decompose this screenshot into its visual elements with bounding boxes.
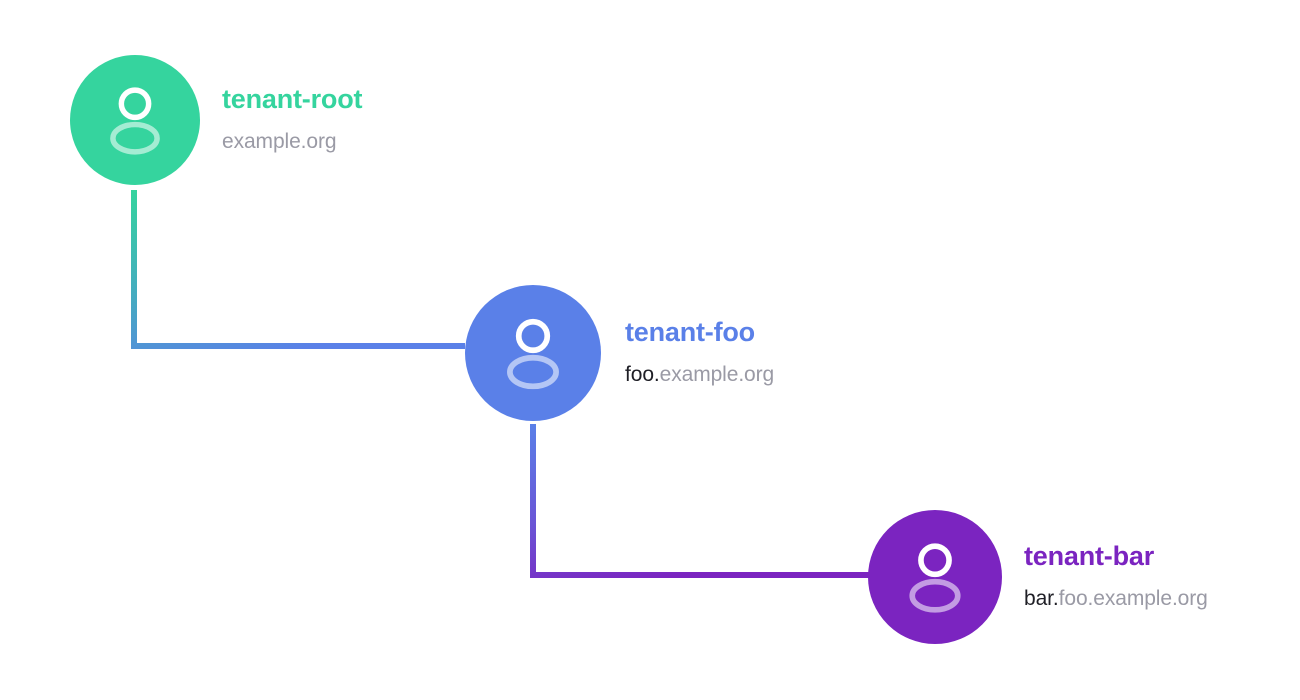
node-subtitle-prefix-foo: foo. <box>625 362 660 386</box>
node-subtitle-suffix-foo: example.org <box>659 362 775 386</box>
person-head-icon <box>918 543 952 578</box>
person-body-icon <box>507 354 559 390</box>
edge-root-to-foo <box>131 190 465 349</box>
node-subtitle-bar: bar.foo.example.org <box>1024 586 1208 610</box>
node-title-foo: tenant-foo <box>625 317 755 348</box>
person-icon <box>70 55 200 185</box>
tenant-node-foo[interactable]: tenant-foo foo.example.org <box>465 285 774 421</box>
node-subtitle-suffix-root: example.org <box>222 129 337 153</box>
person-head-icon <box>118 87 152 121</box>
node-subtitle-prefix-bar: bar. <box>1024 586 1059 610</box>
node-subtitle-foo: foo.example.org <box>625 362 775 386</box>
person-body-icon <box>909 578 961 613</box>
node-subtitle-root: example.org <box>222 129 362 153</box>
tenant-node-bar[interactable]: tenant-bar bar.foo.example.org <box>868 510 1208 644</box>
person-icon <box>868 510 1002 644</box>
avatar-tenant-root[interactable] <box>70 55 200 185</box>
person-body-icon <box>110 121 160 155</box>
node-subtitle-suffix-bar: foo.example.org <box>1058 586 1208 610</box>
edge-foo-to-bar <box>530 424 869 578</box>
node-title-root: tenant-root <box>222 84 363 115</box>
node-text-root: tenant-root example.org <box>222 85 362 154</box>
tenant-node-root[interactable]: tenant-root example.org <box>70 55 362 185</box>
node-text-bar: tenant-bar bar.foo.example.org <box>1024 542 1208 611</box>
avatar-tenant-foo[interactable] <box>465 285 601 421</box>
node-title-bar: tenant-bar <box>1024 541 1155 572</box>
person-head-icon <box>515 318 551 354</box>
person-icon <box>465 285 601 421</box>
avatar-tenant-bar[interactable] <box>868 510 1002 644</box>
node-text-foo: tenant-foo foo.example.org <box>625 318 774 387</box>
